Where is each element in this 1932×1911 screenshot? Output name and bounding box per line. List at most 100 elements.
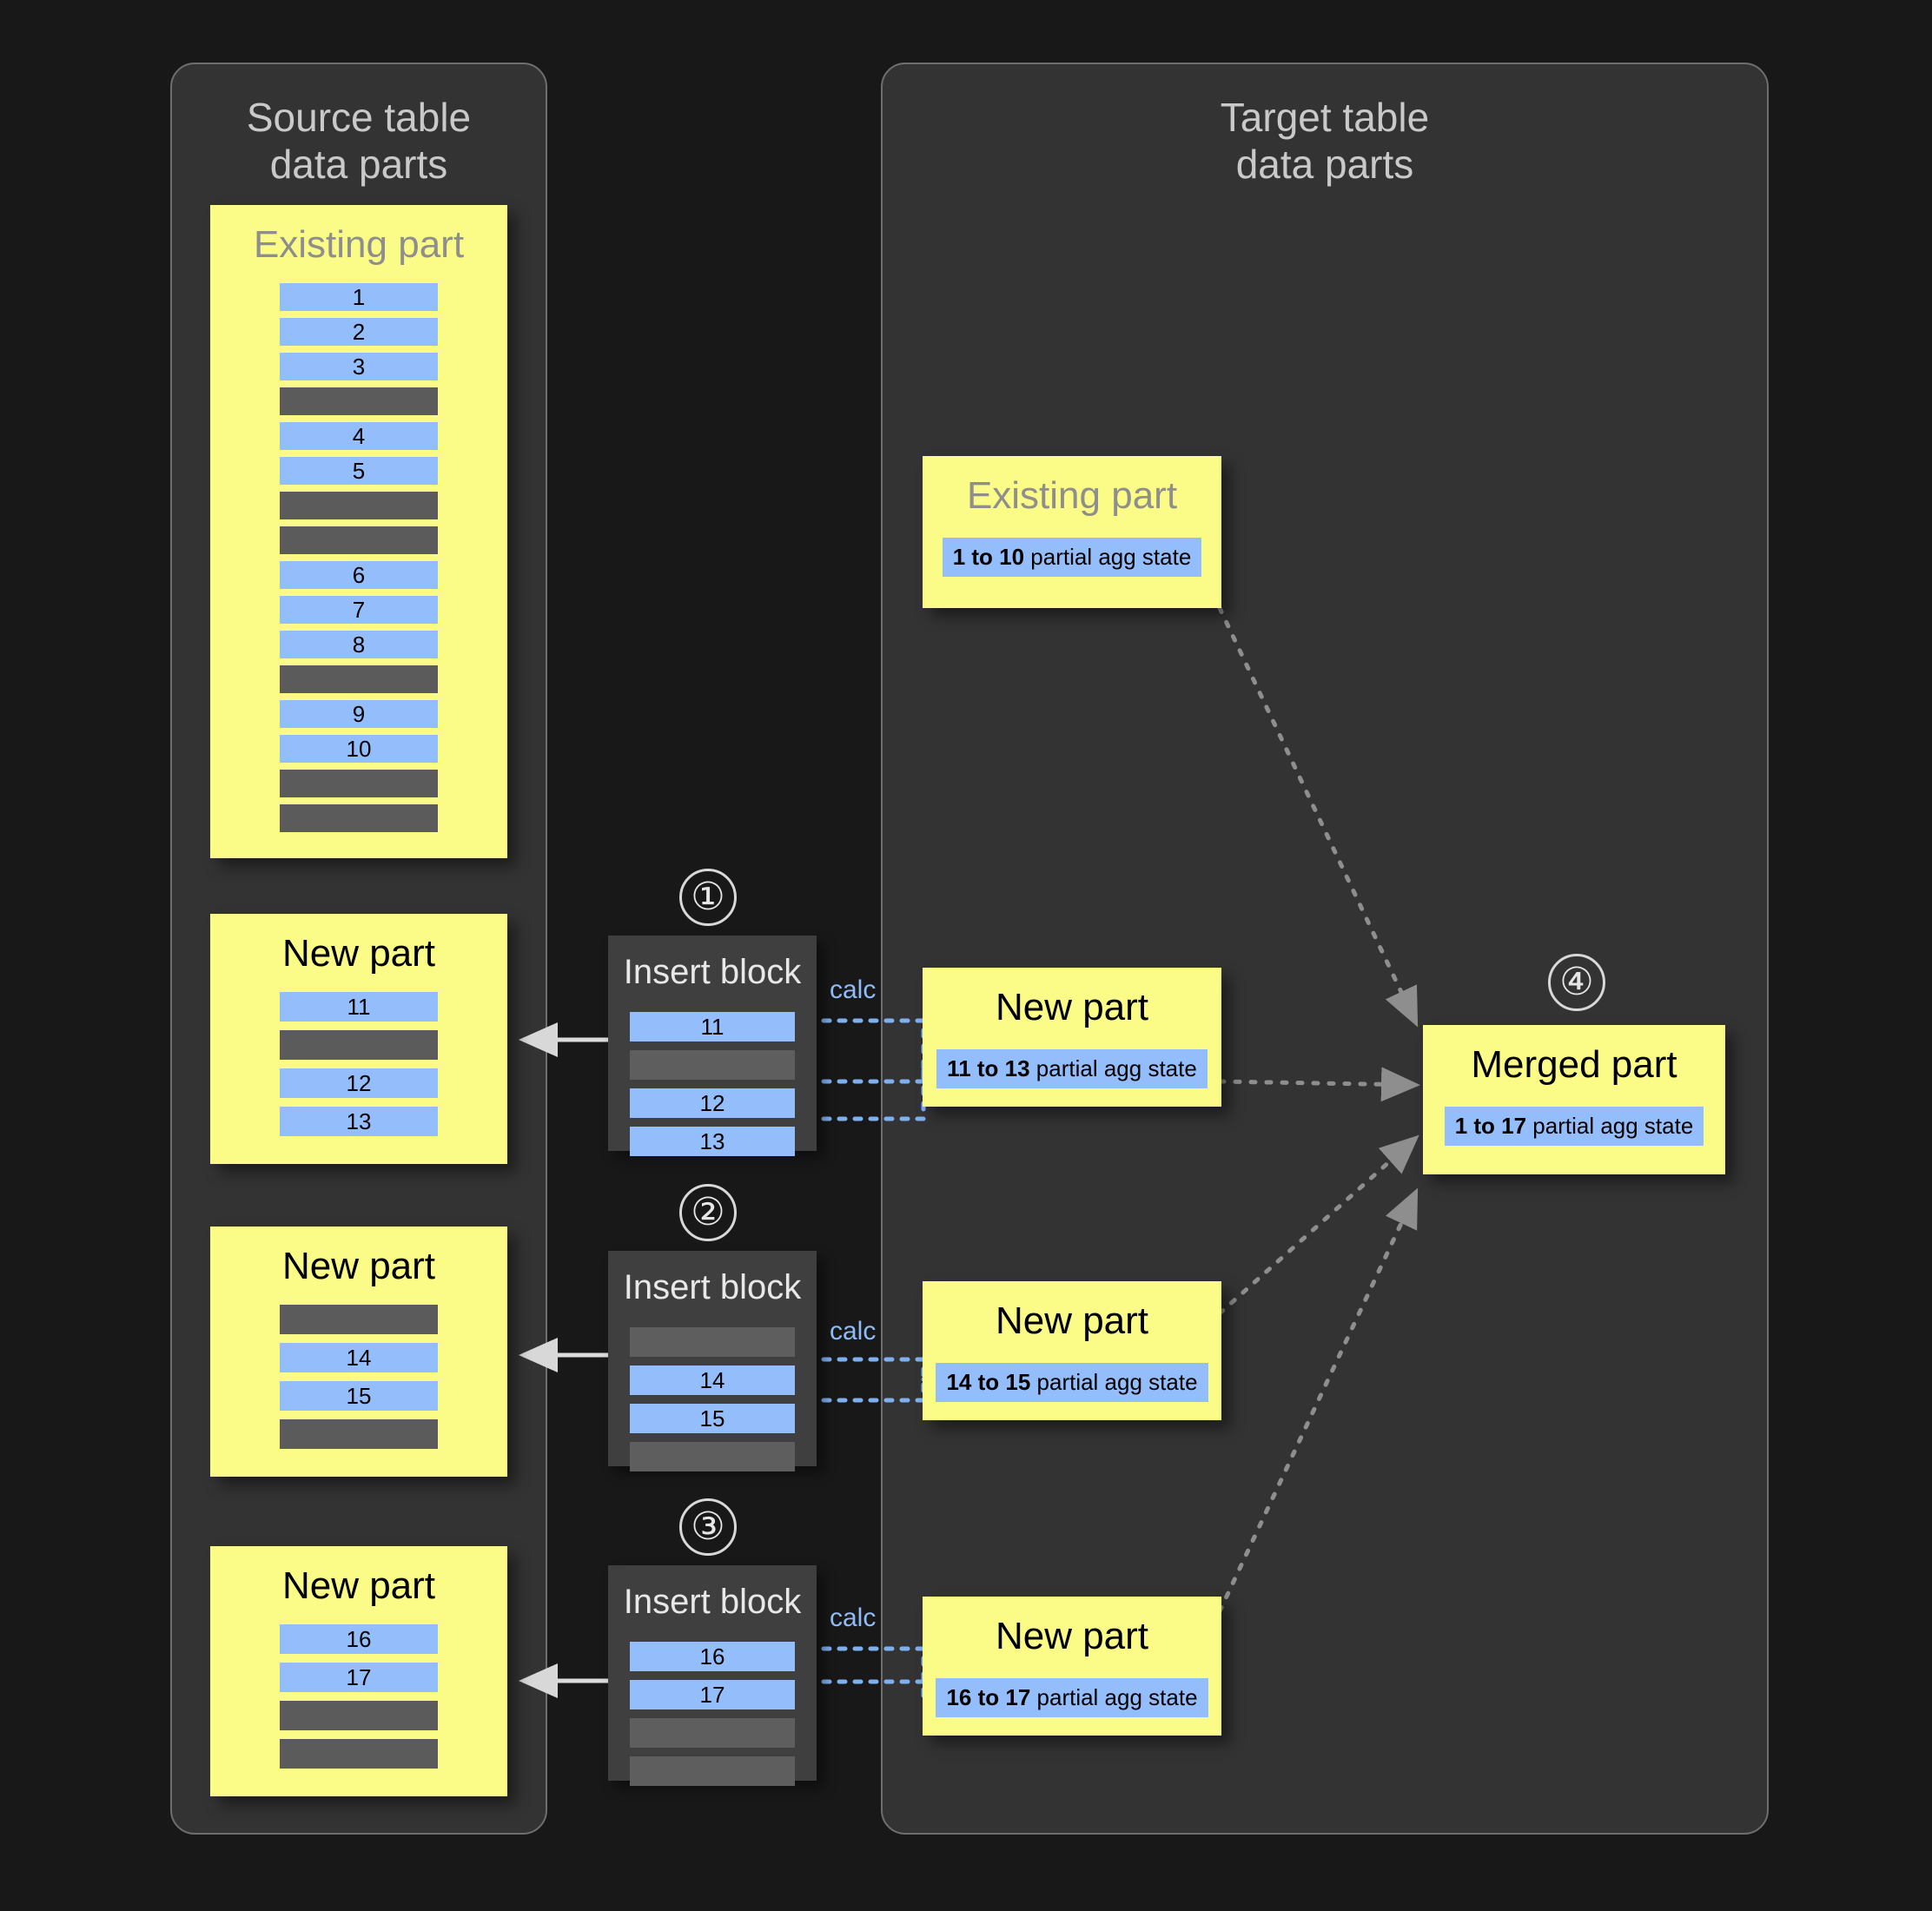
data-row: 16 — [630, 1642, 795, 1671]
status-badge: 1 to 17 partial agg state — [1444, 1107, 1704, 1146]
target-new-part-1: New part 11 to 13 partial agg state — [923, 968, 1221, 1107]
target-new-part-1-state-wrap: 11 to 13 partial agg state — [923, 1049, 1221, 1088]
source-existing-part: Existing part 1 2 3 4 5 6 7 8 9 10 — [210, 205, 507, 858]
status-badge: 1 to 10 partial agg state — [942, 538, 1202, 577]
target-new-part-3-state-wrap: 16 to 17 partial agg state — [923, 1678, 1221, 1717]
data-row — [280, 492, 438, 519]
target-new-part-1-title: New part — [995, 986, 1149, 1028]
data-row: 12 — [630, 1088, 795, 1118]
state-suffix: partial agg state — [1030, 1684, 1198, 1710]
insert-block-2-rows: 14 15 — [608, 1327, 817, 1471]
target-new-part-3: New part 16 to 17 partial agg state — [923, 1597, 1221, 1736]
data-row: 1 — [280, 283, 438, 311]
state-range: 11 to 13 — [947, 1055, 1030, 1081]
data-row: 13 — [280, 1107, 438, 1136]
state-range: 1 to 10 — [952, 544, 1025, 570]
step-badge-1: ① — [679, 869, 737, 926]
data-row: 4 — [280, 422, 438, 450]
data-row: 15 — [630, 1404, 795, 1433]
insert-block-3-rows: 16 17 — [608, 1642, 817, 1786]
target-new-part-3-title: New part — [995, 1615, 1149, 1657]
calc-label-1: calc — [830, 975, 877, 1004]
source-table-panel-title: Source table data parts — [246, 95, 472, 188]
source-new-part-3-title: New part — [281, 1564, 436, 1607]
data-row: 8 — [280, 631, 438, 658]
state-range: 14 to 15 — [946, 1369, 1031, 1395]
state-range: 16 to 17 — [946, 1684, 1031, 1710]
source-existing-part-title: Existing part — [253, 223, 465, 266]
data-row: 16 — [280, 1624, 438, 1654]
data-row: 6 — [280, 561, 438, 589]
state-suffix: partial agg state — [1029, 1055, 1197, 1081]
data-row: 15 — [280, 1381, 438, 1411]
state-suffix: partial agg state — [1024, 544, 1192, 570]
source-new-part-2-title: New part — [281, 1245, 436, 1287]
data-row: 5 — [280, 457, 438, 485]
insert-block-1-title: Insert block — [623, 953, 802, 991]
merged-part: Merged part 1 to 17 partial agg state — [1423, 1025, 1725, 1174]
data-row — [280, 804, 438, 832]
data-row — [280, 1701, 438, 1730]
status-badge: 14 to 15 partial agg state — [936, 1363, 1208, 1402]
data-row: 10 — [280, 735, 438, 763]
insert-block-1-rows: 11 12 13 — [608, 1012, 817, 1156]
data-row — [280, 1030, 438, 1060]
insert-block-1: Insert block 11 12 13 — [608, 936, 817, 1156]
step-badge-3: ③ — [679, 1498, 737, 1556]
data-row: 7 — [280, 596, 438, 624]
insert-block-3: Insert block 16 17 — [608, 1565, 817, 1786]
data-row — [630, 1050, 795, 1080]
data-row: 3 — [280, 353, 438, 380]
status-badge: 16 to 17 partial agg state — [936, 1678, 1208, 1717]
data-row: 17 — [280, 1663, 438, 1692]
calc-label-3: calc — [830, 1604, 877, 1632]
data-row: 12 — [280, 1068, 438, 1098]
data-row: 14 — [630, 1365, 795, 1395]
data-row — [630, 1718, 795, 1748]
source-new-part-2-rows: 14 15 — [210, 1305, 507, 1449]
step-badge-4: ④ — [1548, 954, 1605, 1011]
target-new-part-2-title: New part — [995, 1299, 1149, 1342]
insert-block-2: Insert block 14 15 — [608, 1251, 817, 1471]
source-new-part-1-title: New part — [281, 932, 436, 975]
data-row — [280, 1739, 438, 1769]
merged-part-title: Merged part — [1471, 1043, 1677, 1086]
source-new-part-1: New part 11 12 13 — [210, 914, 507, 1164]
data-row — [280, 1305, 438, 1334]
data-row: 17 — [630, 1680, 795, 1709]
source-existing-part-rows: 1 2 3 4 5 6 7 8 9 10 — [210, 283, 507, 832]
target-existing-part-title: Existing part — [966, 474, 1178, 517]
data-row — [280, 770, 438, 797]
target-table-panel: Target table data parts — [881, 63, 1769, 1835]
state-suffix: partial agg state — [1526, 1113, 1694, 1139]
data-row: 11 — [630, 1012, 795, 1041]
data-row: 9 — [280, 700, 438, 728]
state-suffix: partial agg state — [1030, 1369, 1198, 1395]
data-row: 2 — [280, 318, 438, 346]
calc-label-2: calc — [830, 1317, 877, 1346]
data-row: 11 — [280, 992, 438, 1022]
step-badge-2: ② — [679, 1184, 737, 1241]
source-new-part-3: New part 16 17 — [210, 1546, 507, 1796]
status-badge: 11 to 13 partial agg state — [936, 1049, 1208, 1088]
data-row — [630, 1756, 795, 1786]
merged-part-state-wrap: 1 to 17 partial agg state — [1423, 1107, 1725, 1146]
insert-block-3-title: Insert block — [623, 1583, 802, 1621]
target-existing-part-state-wrap: 1 to 10 partial agg state — [923, 538, 1221, 577]
source-new-part-3-rows: 16 17 — [210, 1624, 507, 1769]
target-table-panel-title: Target table data parts — [1220, 95, 1430, 188]
insert-block-2-title: Insert block — [623, 1268, 802, 1306]
data-row: 14 — [280, 1343, 438, 1372]
target-new-part-2-state-wrap: 14 to 15 partial agg state — [923, 1363, 1221, 1402]
target-existing-part: Existing part 1 to 10 partial agg state — [923, 456, 1221, 608]
source-new-part-1-rows: 11 12 13 — [210, 992, 507, 1136]
data-row: 13 — [630, 1127, 795, 1156]
state-range: 1 to 17 — [1454, 1113, 1527, 1139]
data-row — [630, 1442, 795, 1471]
data-row — [280, 526, 438, 554]
source-new-part-2: New part 14 15 — [210, 1227, 507, 1477]
target-new-part-2: New part 14 to 15 partial agg state — [923, 1281, 1221, 1420]
data-row — [280, 1419, 438, 1449]
data-row — [630, 1327, 795, 1357]
